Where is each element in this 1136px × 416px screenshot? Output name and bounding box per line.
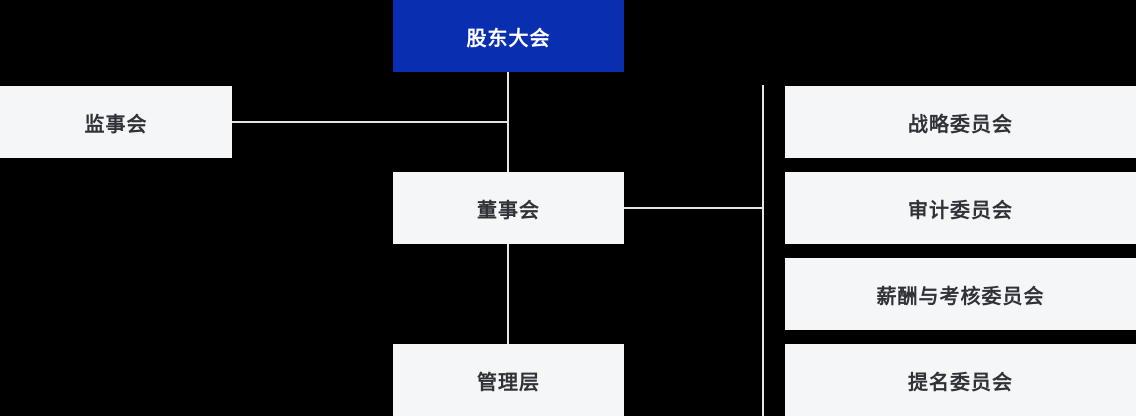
node-management: 管理层: [393, 344, 624, 416]
node-remuneration-appraisal-committee: 薪酬与考核委员会: [785, 258, 1136, 330]
node-nomination-committee: 提名委员会: [785, 344, 1136, 416]
connector-committees-trunk: [762, 85, 764, 416]
node-supervisory-board: 监事会: [0, 86, 232, 158]
node-board-of-directors: 董事会: [393, 172, 624, 244]
connector-board-to-management: [507, 244, 509, 344]
connector-supervisory-branch: [232, 121, 509, 123]
node-audit-committee: 审计委员会: [785, 172, 1136, 244]
connector-board-to-committees: [624, 207, 764, 209]
node-shareholders-meeting: 股东大会: [393, 0, 624, 72]
node-strategy-committee: 战略委员会: [785, 86, 1136, 158]
